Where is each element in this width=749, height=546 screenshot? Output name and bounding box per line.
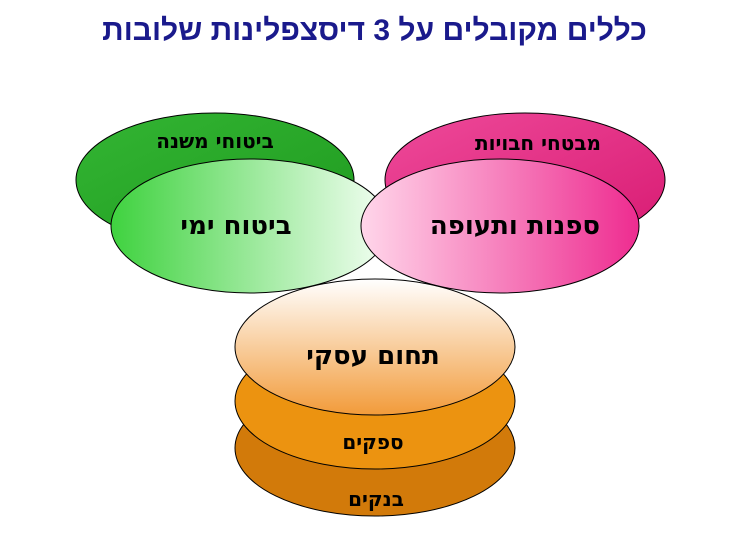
secondary-insurance-label: ביטוחי משנה [156, 129, 274, 153]
page-title: כללים מקובלים על 3 דיסצפלינות שלובות [102, 14, 647, 47]
marine-insurance-label: ביטוח ימי [180, 211, 291, 241]
banks-label: בנקים [348, 487, 404, 511]
business-ellipse [234, 278, 516, 416]
shipping-aviation-label: ספנות ותעופה [430, 211, 600, 241]
builders-label: מבטחי חבויות [475, 131, 601, 155]
suppliers-label: ספקים [342, 430, 403, 454]
shipping-aviation-ellipse [360, 158, 640, 294]
business-label: תחום עסקי [306, 341, 440, 371]
